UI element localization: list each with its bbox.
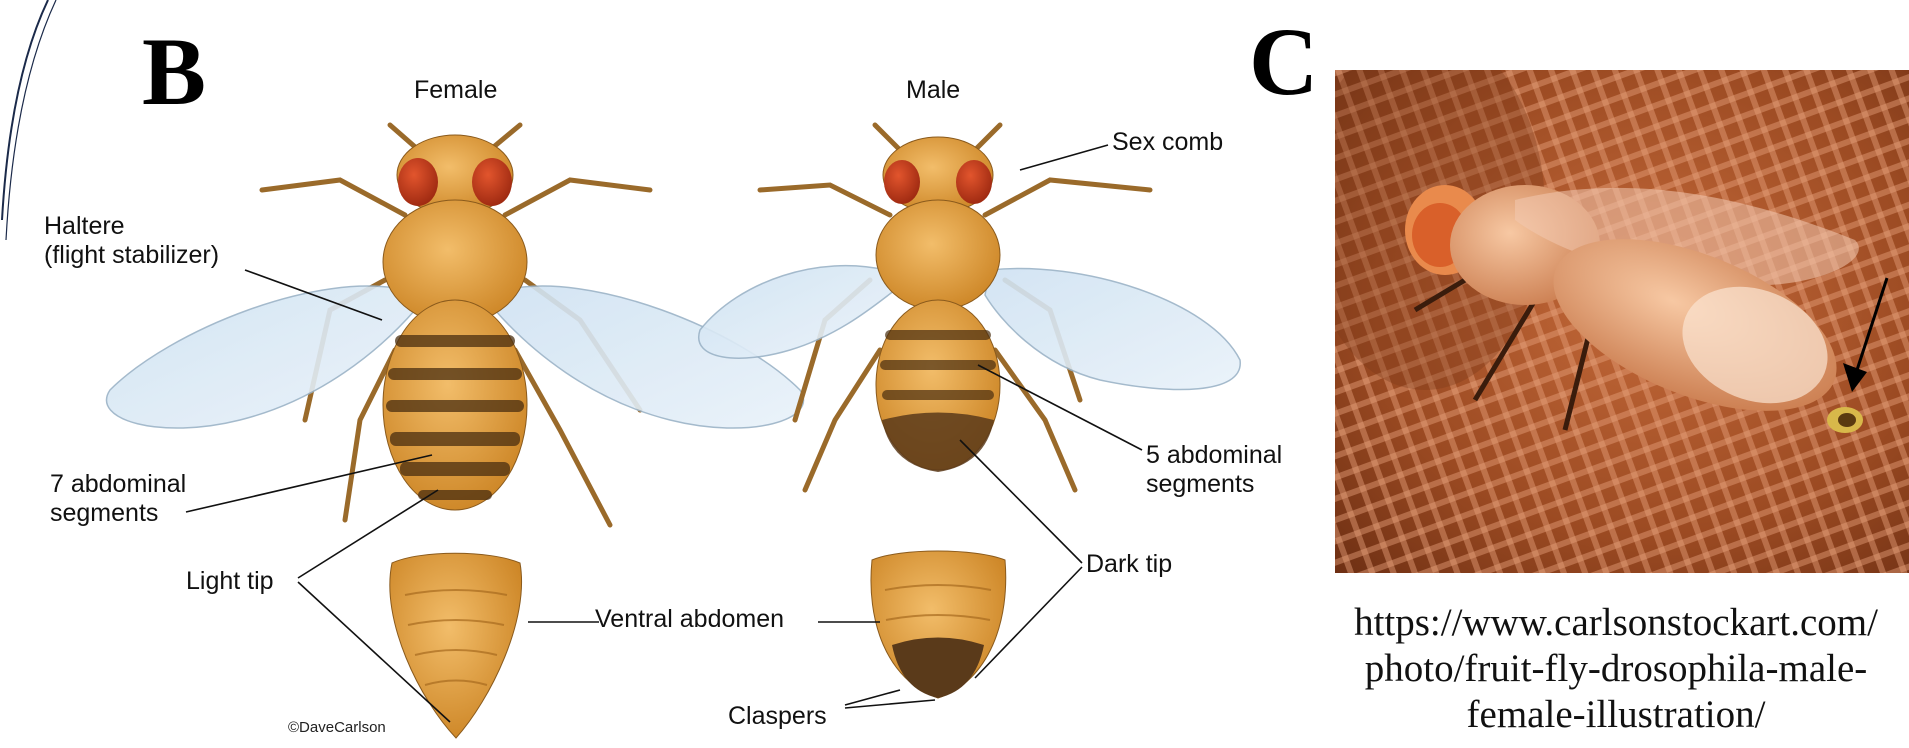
- fruit-fly-photo: [1335, 70, 1909, 573]
- label-sex-comb: Sex comb: [1112, 128, 1223, 157]
- label-dark-tip: Dark tip: [1086, 550, 1172, 579]
- leader-lines: [186, 145, 1142, 722]
- female-left-eye: [398, 158, 438, 206]
- label-light-tip: Light tip: [186, 567, 274, 596]
- male-claspers: [892, 638, 984, 699]
- male-left-wing: [699, 266, 895, 359]
- male-left-eye: [884, 160, 920, 204]
- male-right-wing: [985, 268, 1240, 389]
- male-heading: Male: [906, 76, 960, 105]
- female-ventral-abdomen: [390, 553, 522, 738]
- label-claspers: Claspers: [728, 702, 827, 731]
- male-right-eye: [956, 160, 992, 204]
- female-right-eye: [472, 158, 512, 206]
- label-7-abdominal-segments: 7 abdominal segments: [50, 470, 186, 528]
- label-5-abdominal-segments: 5 abdominal segments: [1146, 441, 1282, 499]
- male-dark-tip: [882, 413, 994, 473]
- credit-label: ©DaveCarlson: [288, 719, 386, 736]
- photo-source-url: https://www.carlsonstockart.com/ photo/f…: [1306, 600, 1909, 738]
- label-haltere: Haltere (flight stabilizer): [44, 212, 219, 270]
- label-ventral-abdomen: Ventral abdomen: [595, 605, 784, 634]
- female-heading: Female: [414, 76, 497, 105]
